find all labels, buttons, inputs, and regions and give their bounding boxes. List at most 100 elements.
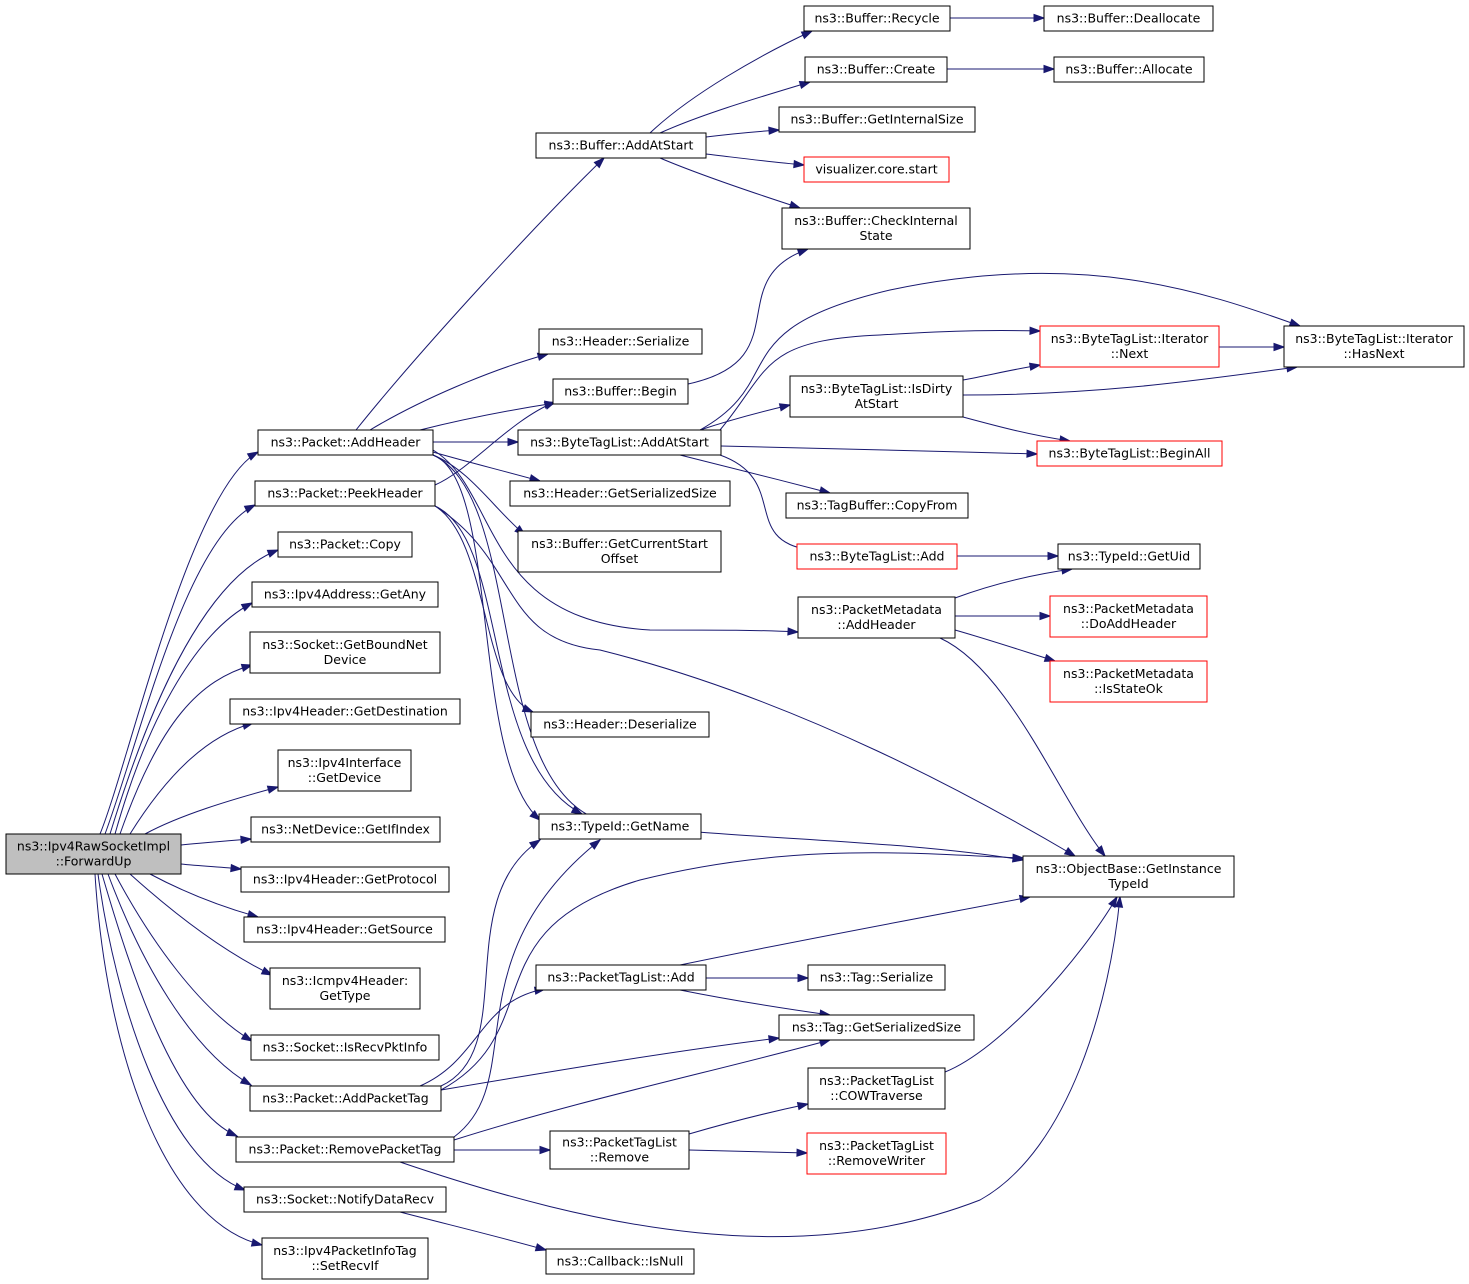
- node-label: ns3::PacketMetadata: [811, 602, 942, 617]
- node-pm-isstateok[interactable]: ns3::PacketMetadata::IsStateOk: [1049, 660, 1208, 703]
- arrowhead: [246, 451, 260, 461]
- node-box: [538, 813, 702, 840]
- arrowhead: [240, 835, 253, 844]
- node-label: State: [859, 228, 892, 243]
- arrowhead: [1063, 847, 1077, 857]
- node-buf-allocate[interactable]: ns3::Buffer::Allocate: [1053, 56, 1205, 83]
- node-label: ns3::ByteTagList::Iterator: [1051, 331, 1209, 346]
- node-label: ns3::TypeId::GetName: [551, 819, 690, 834]
- node-hdr-deserialize[interactable]: ns3::Header::Deserialize: [530, 711, 710, 738]
- node-btl-it-hasnext[interactable]: ns3::ByteTagList::Iterator::HasNext: [1283, 325, 1465, 368]
- node-cb-isnull[interactable]: ns3::Callback::IsNull: [545, 1248, 695, 1275]
- node-tagbuf-copyfrom[interactable]: ns3::TagBuffer::CopyFrom: [785, 492, 969, 519]
- node-pm-doaddheader[interactable]: ns3::PacketMetadata::DoAddHeader: [1049, 595, 1208, 638]
- node-label: ns3::TagBuffer::CopyFrom: [797, 498, 958, 513]
- node-ipv4if-getdevice[interactable]: ns3::Ipv4Interface::GetDevice: [277, 749, 412, 792]
- node-box: [804, 56, 948, 83]
- node-typeid-getname[interactable]: ns3::TypeId::GetName: [538, 813, 702, 840]
- edge-line: [419, 402, 556, 431]
- node-ptl-remove[interactable]: ns3::PacketTagList::Remove: [549, 1130, 690, 1170]
- node-box: [1039, 325, 1220, 368]
- node-ipv4hdr-getsource[interactable]: ns3::Ipv4Header::GetSource: [243, 916, 446, 943]
- edge-btl_it_next-to-btl_it_hasnext: [1218, 342, 1286, 352]
- node-ipv4addr-getany[interactable]: ns3::Ipv4Address::GetAny: [251, 581, 439, 608]
- edge-buf_addatstart-to-vis_start: [705, 153, 806, 169]
- node-box: [549, 1130, 690, 1170]
- node-label: ns3::TypeId::GetUid: [1068, 549, 1190, 564]
- node-ipv4pkt-setrecvif[interactable]: ns3::Ipv4PacketInfoTag::SetRecvIf: [261, 1237, 429, 1280]
- node-btl-beginall[interactable]: ns3::ByteTagList::BeginAll: [1036, 440, 1223, 467]
- edge-line: [432, 454, 526, 536]
- edge-line: [129, 873, 273, 976]
- node-box: [243, 1186, 447, 1213]
- node-btl-add[interactable]: ns3::ByteTagList::Add: [796, 543, 958, 570]
- edge-pkt_addpackettag-to-typeid_getname: [440, 839, 542, 1087]
- node-hdr-serialize[interactable]: ns3::Header::Serialize: [538, 328, 703, 355]
- node-typeid-getuid[interactable]: ns3::TypeId::GetUid: [1057, 543, 1201, 570]
- node-ipv4hdr-getproto[interactable]: ns3::Ipv4Header::GetProtocol: [240, 866, 450, 893]
- edge-btl_isdirty-to-btl_it_hasnext: [962, 364, 1299, 396]
- node-buf-addatstart[interactable]: ns3::Buffer::AddAtStart: [535, 132, 707, 159]
- edge-buf_recycle-to-buf_deallocate: [950, 13, 1046, 23]
- node-label: ns3::Buffer::Deallocate: [1057, 11, 1201, 26]
- node-label: ns3::Packet::AddHeader: [271, 435, 422, 450]
- node-netdev-getifindex[interactable]: ns3::NetDevice::GetIfIndex: [250, 816, 441, 843]
- node-ptl-add[interactable]: ns3::PacketTagList::Add: [535, 964, 707, 991]
- node-label: Device: [324, 652, 367, 667]
- node-box: [1049, 660, 1208, 703]
- node-ptl-removewriter[interactable]: ns3::PacketTagList::RemoveWriter: [806, 1132, 947, 1175]
- edge-ptl_add-to-tag_serialize: [706, 973, 810, 983]
- node-tag-getsersize[interactable]: ns3::Tag::GetSerializedSize: [778, 1014, 975, 1041]
- node-vis-start[interactable]: visualizer.core.start: [803, 156, 950, 183]
- node-label: ns3::Header::GetSerializedSize: [523, 486, 717, 501]
- node-label: ::COWTraverse: [830, 1088, 923, 1103]
- node-btl-addatstart[interactable]: ns3::ByteTagList::AddAtStart: [517, 429, 722, 456]
- edge-line: [399, 1211, 547, 1251]
- node-ipv4hdr-getdest[interactable]: ns3::Ipv4Header::GetDestination: [229, 698, 461, 725]
- node-btl-it-next[interactable]: ns3::ByteTagList::Iterator::Next: [1039, 325, 1220, 368]
- node-icmp-gettype[interactable]: ns3::Icmpv4Header:GetType: [269, 967, 421, 1010]
- node-pkt-copy[interactable]: ns3::Packet::Copy: [277, 531, 413, 558]
- edge-line: [699, 404, 791, 431]
- edge-root-to-pkt_addpackettag: [107, 873, 253, 1086]
- arrowhead: [260, 966, 274, 976]
- node-hdr-getsersize[interactable]: ns3::Header::GetSerializedSize: [509, 480, 731, 507]
- arrowhead: [798, 80, 812, 90]
- node-pkt-addheader[interactable]: ns3::Packet::AddHeader: [257, 429, 434, 456]
- node-buf-getinternalsize[interactable]: ns3::Buffer::GetInternalSize: [778, 106, 976, 133]
- node-pkt-addpackettag[interactable]: ns3::Packet::AddPacketTag: [249, 1085, 442, 1112]
- node-tag-serialize[interactable]: ns3::Tag::Serialize: [807, 964, 946, 991]
- node-label: ns3::Ipv4PacketInfoTag: [273, 1243, 417, 1258]
- node-label: ns3::ByteTagList::BeginAll: [1049, 446, 1211, 461]
- node-socket-isrecvpktinfo[interactable]: ns3::Socket::IsRecvPktInfo: [250, 1034, 440, 1061]
- node-buf-create[interactable]: ns3::Buffer::Create: [804, 56, 948, 83]
- edge-pkt_addheader-to-pm_addheader: [432, 449, 800, 636]
- node-socket-notifydatarecv[interactable]: ns3::Socket::NotifyDataRecv: [243, 1186, 447, 1213]
- node-pkt-removepackettag[interactable]: ns3::Packet::RemovePacketTag: [235, 1136, 455, 1163]
- edge-root-to-socket_isrecvpktinfo: [114, 873, 254, 1042]
- edge-line: [954, 629, 1056, 662]
- node-label: ::HasNext: [1343, 346, 1404, 361]
- node-box: [535, 132, 707, 159]
- node-pm-addheader[interactable]: ns3::PacketMetadata::AddHeader: [797, 596, 956, 639]
- node-buf-deallocate[interactable]: ns3::Buffer::Deallocate: [1043, 5, 1214, 32]
- edge-line: [419, 988, 546, 1087]
- edge-line: [101, 873, 238, 1137]
- arrowhead: [243, 504, 257, 514]
- node-box: [806, 1132, 947, 1175]
- node-root[interactable]: ns3::Ipv4RawSocketImpl::ForwardUp: [5, 833, 182, 875]
- node-ptl-cowtraverse[interactable]: ns3::PacketTagList::COWTraverse: [807, 1067, 946, 1110]
- node-label: ns3::Ipv4Interface: [288, 755, 402, 770]
- node-buf-begin[interactable]: ns3::Buffer::Begin: [552, 378, 689, 405]
- node-buf-recycle[interactable]: ns3::Buffer::Recycle: [803, 5, 951, 32]
- node-pkt-peekheader[interactable]: ns3::Packet::PeekHeader: [254, 480, 436, 507]
- node-box: [552, 378, 689, 405]
- arrowhead: [240, 1032, 254, 1042]
- arrowhead: [1288, 318, 1302, 327]
- edge-line: [399, 896, 1121, 1238]
